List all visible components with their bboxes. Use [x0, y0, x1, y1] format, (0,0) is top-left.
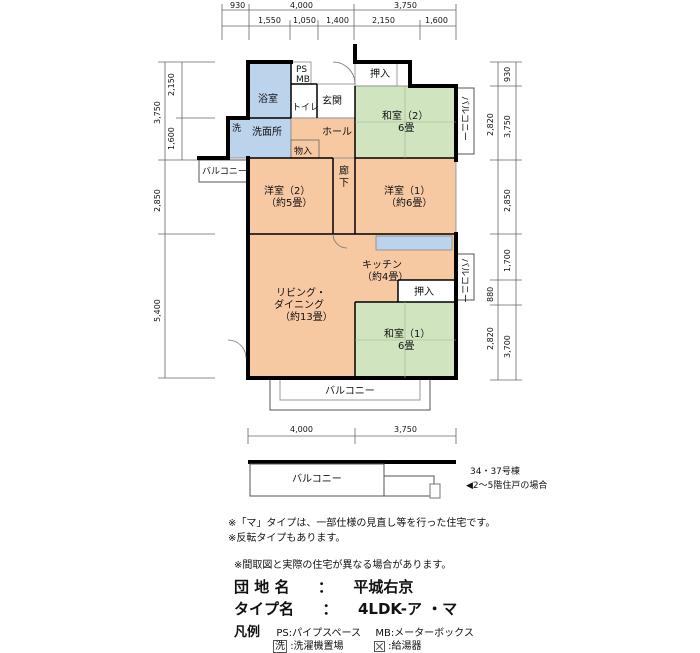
dim-bottom-3750: 3,750 [394, 425, 417, 434]
dim-right-2820b: 2,820 [486, 327, 495, 350]
complex-name-value: 平城右京 [353, 578, 414, 596]
legend-washer: :洗濯機置場 [290, 641, 344, 652]
washroom-fill [227, 117, 292, 159]
legend-washer-icon: 洗 [273, 640, 287, 653]
kitchen-name: キッチン [362, 259, 402, 271]
youshitsu1-name: 洋室（1） [384, 184, 430, 197]
dim-top-3750: 3,750 [394, 1, 417, 10]
room-fills [227, 61, 457, 379]
kitchen-counter-fill [375, 235, 453, 251]
entrance-label: 玄関 [322, 94, 342, 107]
balcony-right-mid-label: バルコニー [459, 258, 470, 303]
closet-top-label: 押入 [370, 67, 390, 80]
variant-note-line1: 34・37号棟 [470, 465, 520, 477]
youshitsu2-fill [247, 157, 334, 235]
living-label-3: （約13畳） [280, 310, 333, 323]
variant-note-line2: ◀2～5階住戸の場合 [466, 479, 547, 491]
dim-top-930: 930 [230, 1, 245, 10]
bath-fill [247, 61, 292, 119]
youshitsu1-size: （約6畳） [386, 196, 432, 209]
dim-bottom-4000: 4,000 [290, 425, 313, 434]
dim-top-1600: 1,600 [425, 16, 448, 25]
hall-label: ホール [322, 126, 352, 138]
balconies [198, 87, 475, 411]
washroom-label: 洗面所 [252, 126, 282, 138]
youshitsu2-size: （約5畳） [266, 196, 312, 209]
corridor-label-2: 下 [339, 178, 349, 189]
closet-mid-label: 押入 [414, 285, 434, 298]
dim-top-1050: 1,050 [293, 16, 316, 25]
note-1: ※「マ」タイプは、一部仕様の見直し等を行った住宅です。 [228, 518, 496, 529]
toilet-fill [290, 83, 318, 119]
dim-left-2850: 2,850 [153, 189, 162, 212]
type-name-row: タイプ名 ： 4LDK-ア ・マ [234, 598, 457, 619]
washitsu2-size: 6畳 [398, 122, 414, 134]
dim-left-1600: 1,600 [167, 127, 176, 150]
dim-right-1700: 1,700 [503, 249, 512, 272]
dim-right-3750: 3,750 [503, 115, 512, 138]
bath-label: 浴室 [258, 92, 278, 105]
corridor-label-1: 廊 [339, 164, 349, 177]
type-name-label: タイプ名 [234, 600, 295, 618]
living-label-2: ダイニング [274, 298, 324, 311]
variant-balcony [248, 460, 456, 499]
tatami-lines [355, 86, 456, 378]
balcony-variant-label: バルコニー [292, 473, 342, 485]
top-dimensions [221, 4, 457, 40]
balcony-left-label: バルコニー [202, 166, 247, 177]
legend-row-1: 凡例 PS:パイプスペース MB:メーターボックス [234, 621, 474, 640]
right-dimensions [490, 61, 522, 381]
disclaimer: ※間取図と実際の住宅が異なる場合があります。 [234, 560, 452, 571]
notes-block: ※「マ」タイプは、一部仕様の見直し等を行った住宅です。 ※反転タイプもあります。 [228, 516, 495, 546]
dim-right-930: 930 [503, 67, 512, 82]
legend-mb: MB:メーターボックス [375, 628, 474, 639]
youshitsu1-fill [354, 157, 457, 235]
storage-label: 物入 [294, 145, 312, 157]
dim-left-3750: 3,750 [153, 101, 162, 124]
ps-label: PS [296, 65, 307, 75]
mb-label: MB [296, 75, 310, 85]
complex-name-sep: ： [317, 578, 333, 596]
dim-right-880: 880 [486, 287, 495, 302]
entrance-fill [316, 83, 356, 119]
legend-title: 凡例 [234, 625, 261, 640]
dim-right-2850: 2,850 [503, 189, 512, 212]
type-name-value: 4LDK-ア ・マ [357, 600, 458, 618]
balcony-right-top-label: バルコニー [459, 96, 470, 141]
washitsu1-name: 和室（1） [384, 327, 430, 340]
dim-right-3700: 3,700 [503, 335, 512, 358]
door-swings [227, 61, 356, 359]
balcony-bottom-label: バルコニー [325, 385, 375, 397]
youshitsu2-name: 洋室（2） [264, 184, 310, 197]
dim-left-5400: 5,400 [153, 299, 162, 322]
legend-heater: :給湯器 [388, 641, 422, 652]
dim-right-2820a: 2,820 [486, 113, 495, 136]
note-2: ※反転タイプもあります。 [228, 533, 346, 544]
dim-top-1550: 1,550 [258, 16, 281, 25]
dim-top-4000: 4,000 [290, 1, 313, 10]
walls [197, 44, 458, 380]
living-label-1: リビング・ [276, 286, 326, 299]
complex-name-row: 団 地 名 ： 平城右京 [234, 576, 413, 597]
bottom-dimensions [247, 428, 457, 444]
complex-name-label: 団 地 名 [234, 578, 290, 596]
washer-mark: 洗 [232, 122, 241, 134]
dim-left-2150: 2,150 [167, 73, 176, 96]
type-name-sep: ： [322, 600, 338, 618]
legend-ps: PS:パイプスペース [276, 628, 361, 639]
washitsu1-size: 6畳 [398, 340, 414, 352]
interior-walls [248, 62, 456, 378]
kitchen-size: （約4畳） [362, 270, 408, 283]
washitsu2-name: 和室（2） [382, 109, 428, 122]
dim-top-2150: 2,150 [372, 16, 395, 25]
left-dimensions [158, 61, 215, 379]
dim-top-1400: 1,400 [326, 16, 349, 25]
toilet-label: トイレ [292, 103, 319, 113]
